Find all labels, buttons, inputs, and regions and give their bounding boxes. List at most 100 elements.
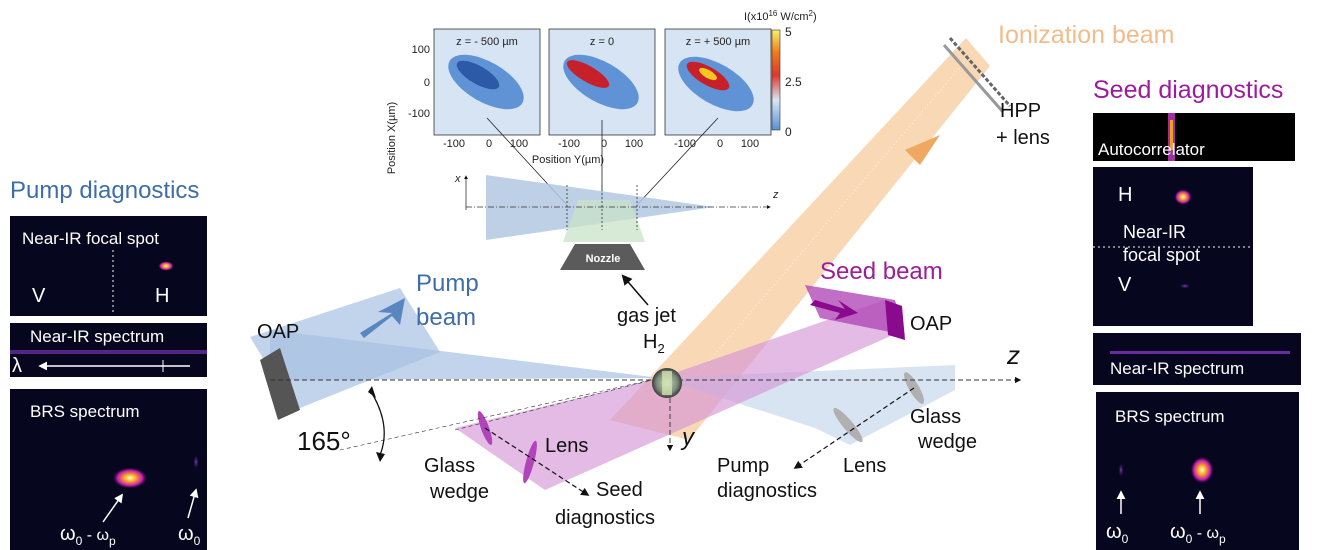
seed-focal-spot-h xyxy=(1174,189,1192,205)
focus-schematic: x z Nozzle gas jet H2 xyxy=(454,173,779,356)
seed-spectrum-trace xyxy=(1110,351,1290,354)
gas-jet-label: gas jet xyxy=(617,305,676,327)
z-axis-label: z xyxy=(1006,340,1020,370)
pump-spectrum-trace xyxy=(10,350,207,354)
pump-nearir-focal-title: Near-IR focal spot xyxy=(22,229,159,248)
seed-brs-peak-small xyxy=(1118,462,1124,478)
oap-pump-mirror xyxy=(260,348,300,420)
map-2-frame xyxy=(548,28,656,136)
pump-glass-label-1: Glass xyxy=(910,406,961,428)
pump-nearir-spectrum-title: Near-IR spectrum xyxy=(30,327,164,346)
angle-arrowhead-top xyxy=(368,386,376,398)
seed-diagnostics-title: Seed diagnostics xyxy=(1093,76,1283,104)
ionization-beam-label: Ionization beam xyxy=(998,21,1175,49)
maps-xlabel: Position Y(µm) xyxy=(532,154,604,166)
pump-brs-panel xyxy=(10,389,207,550)
map2-xtick-2: 0 xyxy=(601,138,607,150)
map-2-core xyxy=(566,60,610,88)
seed-lens-label: Lens xyxy=(545,435,588,457)
map-panel-z-minus-500: z = - 500 µm xyxy=(433,28,541,136)
seed-focal-label-h: H xyxy=(1118,184,1132,206)
map-1-core xyxy=(456,60,500,90)
angle-label: 165° xyxy=(297,426,351,456)
seed-focal-label-v: V xyxy=(1118,274,1132,296)
pump-brs-arrow-2 xyxy=(187,488,199,519)
pump-diagnostics: Pump diagnostics Near-IR focal spot V H … xyxy=(10,177,207,550)
oap-seed-label: OAP xyxy=(910,313,952,335)
h2-label: H2 xyxy=(643,331,665,356)
seed-nearir-spectrum-title: Near-IR spectrum xyxy=(1110,359,1244,378)
colorbar xyxy=(771,29,781,131)
pump-diagnostics-title: Pump diagnostics xyxy=(10,177,199,204)
map1-xtick-2: 0 xyxy=(486,138,492,150)
seed-diagnostics-arrow xyxy=(484,427,590,496)
pump-beam-label-1: Pump xyxy=(416,270,479,297)
schematic-x-label: x xyxy=(454,173,461,185)
autocorrelator-panel xyxy=(1093,113,1295,161)
seed-nearir-spectrum-panel xyxy=(1093,333,1301,385)
pump-reference-dashed xyxy=(339,377,661,451)
seed-nearir-line1: Near-IR xyxy=(1123,222,1186,242)
gas-jet-slit xyxy=(662,371,672,395)
ionization-beam xyxy=(610,38,990,440)
colorbar-tick-2.5: 2.5 xyxy=(785,75,802,89)
map1-xtick-1: -100 xyxy=(443,138,465,150)
oap-seed-mirror xyxy=(885,300,905,340)
setup-main: Ionization beam HPP + lens Pump beam OAP… xyxy=(250,21,1175,529)
angle-arrowhead-bottom xyxy=(376,452,385,462)
ionization-direction-arrow xyxy=(905,135,940,165)
seed-diagnostics: Seed diagnostics Autocorrelator H Near-I… xyxy=(1093,76,1301,550)
pump-focal-spot xyxy=(158,261,174,271)
map-panel-z-plus-500: z = + 500 µm xyxy=(664,28,772,136)
map3-xtick-1: -100 xyxy=(674,138,696,150)
pump-focal-label-v: V xyxy=(32,285,46,307)
map-3-connector xyxy=(636,117,719,206)
seed-brs-peak-main xyxy=(1190,456,1214,484)
colorbar-tick-5: 5 xyxy=(785,25,792,39)
nozzle xyxy=(560,244,645,270)
lens-label: + lens xyxy=(996,127,1050,149)
pump-diag-label-1: Pump xyxy=(717,455,769,477)
pump-brs-peak-main xyxy=(112,467,148,489)
pump-brs-peak-small xyxy=(193,454,199,470)
map3-xtick-2: 0 xyxy=(717,138,723,150)
seed-brs-peak1-label: ω0 xyxy=(1106,521,1129,546)
seed-glass-label-2: wedge xyxy=(429,481,489,503)
maps-ylabel: Position X(µm) xyxy=(386,102,398,174)
hpp-lens xyxy=(948,37,1012,107)
seed-nearir-line2: focal spot xyxy=(1123,245,1200,265)
map-3-hot xyxy=(699,67,717,81)
pump-beam-direction-arrow xyxy=(360,298,405,338)
angle-arc xyxy=(369,389,385,456)
nozzle-label: Nozzle xyxy=(586,253,621,265)
seed-brs-peak2-label: ω0 - ωp xyxy=(1170,521,1226,546)
oap-pump-label: OAP xyxy=(257,321,299,343)
pump-brs-arrow-1 xyxy=(102,493,124,523)
seed-brs-title: BRS spectrum xyxy=(1115,407,1225,426)
map3-xtick-3: 100 xyxy=(741,138,759,150)
ytick-minus-100: -100 xyxy=(408,108,430,120)
map2-xtick-1: -100 xyxy=(558,138,580,150)
hpp-plate xyxy=(942,44,1005,113)
seed-focal-spot-v xyxy=(1179,283,1191,289)
focal-intensity-maps: Position X(µm) Position Y(µm) z = - 500 … xyxy=(386,9,817,206)
seed-beam-label: Seed beam xyxy=(820,258,943,285)
map-3-title: z = + 500 µm xyxy=(686,36,750,48)
pump-lens xyxy=(833,407,863,443)
autocorrelator-label: Autocorrelator xyxy=(1098,140,1205,159)
seed-beam-in xyxy=(805,285,905,335)
gas-jet-arrow xyxy=(621,274,649,306)
pump-glass-label-2: wedge xyxy=(917,431,977,453)
seed-axis-dashed xyxy=(454,377,661,431)
gas-jet-plume xyxy=(563,200,645,242)
schematic-z-label: z xyxy=(772,189,779,201)
map-panel-z-0: z = 0 xyxy=(548,28,656,136)
pump-brs-peak2-label: ω0 xyxy=(178,523,201,548)
map1-xtick-3: 100 xyxy=(510,138,528,150)
pump-lens-label: Lens xyxy=(843,455,886,477)
colorbar-tick-0: 0 xyxy=(785,125,792,139)
colorbar-label: I(x1016 W/cm2) xyxy=(744,9,817,23)
pump-brs-title: BRS spectrum xyxy=(30,402,140,421)
pump-beam-label-2: beam xyxy=(416,304,476,331)
